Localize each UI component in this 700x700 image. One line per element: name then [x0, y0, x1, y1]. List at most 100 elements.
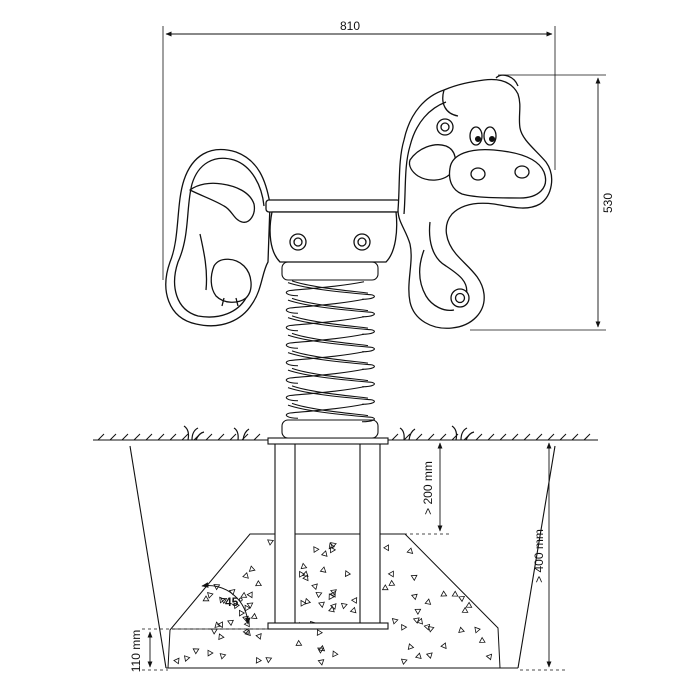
- cow-eyes: [436, 118, 497, 146]
- aggregate-particle: [414, 608, 422, 616]
- aggregate-particle: [313, 546, 320, 554]
- aggregate-particle: [458, 595, 466, 603]
- spring-coil: [287, 282, 375, 300]
- aggregate-particle: [318, 601, 325, 609]
- aggregate-particle: [300, 562, 308, 570]
- aggregate-particle: [332, 650, 339, 658]
- aggregate-particle: [416, 617, 424, 625]
- aggregate-particle: [410, 593, 418, 601]
- aggregate-particle: [344, 570, 352, 578]
- aggregate-particle: [381, 584, 389, 591]
- spring-coil-back: [285, 281, 365, 297]
- aggregate-particle: [474, 626, 481, 634]
- spring-coil: [287, 299, 375, 318]
- aggregate-particle: [320, 550, 328, 557]
- aggregate-particle: [465, 601, 473, 608]
- aggregate-particle: [255, 656, 262, 664]
- cow-nostrils: [470, 165, 530, 181]
- aggregate-particle: [414, 652, 422, 660]
- aggregate-particle: [478, 636, 486, 643]
- aggregate-particle: [173, 657, 180, 665]
- aggregate-particle: [427, 625, 435, 633]
- aggregate-particle: [461, 606, 469, 613]
- spring-coil-edge: [291, 332, 369, 347]
- spring-coil: [287, 352, 375, 370]
- aggregate-particle: [250, 612, 258, 620]
- aggregate-particle: [410, 574, 418, 582]
- dimension-base-layer: [142, 628, 270, 671]
- cow-body-block: [269, 211, 398, 263]
- aggregate-particle: [451, 590, 459, 597]
- aggregate-particle: [423, 623, 431, 631]
- aggregate-particle: [319, 566, 327, 573]
- aggregate-particle: [387, 570, 394, 578]
- aggregate-particle: [248, 565, 256, 572]
- aggregate-particle: [311, 583, 318, 591]
- aggregate-particle: [329, 603, 337, 610]
- spring-coil-edge: [291, 367, 369, 382]
- top-plate: [267, 437, 389, 445]
- anchor-post: [267, 437, 389, 630]
- aggregate-particle: [300, 599, 307, 607]
- spring-coil: [287, 334, 375, 353]
- cow-front-bolt: [450, 288, 470, 308]
- aggregate-particle: [315, 591, 323, 599]
- dimension-width: [162, 26, 556, 280]
- cow-body-bolts: [289, 233, 371, 251]
- spring-coil-back: [285, 333, 365, 349]
- aggregate-particle: [318, 644, 326, 652]
- dimension-height: [470, 74, 606, 331]
- spring-coils: [285, 280, 375, 423]
- aggregate-particle: [207, 649, 214, 657]
- cow-figure: [165, 74, 553, 329]
- cow-front: [397, 78, 553, 329]
- aggregate-particle: [328, 605, 335, 613]
- aggregate-particle: [255, 632, 262, 640]
- spring-coil-back: [285, 403, 365, 419]
- spring-coil-edge: [291, 280, 369, 294]
- aggregate-particle: [317, 659, 325, 666]
- cow-rear-inner: [174, 157, 265, 318]
- cow-neck-spot: [419, 221, 468, 312]
- aggregate-particle: [192, 648, 200, 655]
- cow-front-inner: [403, 101, 447, 215]
- aggregate-particle: [330, 546, 337, 554]
- aggregate-particle: [388, 579, 396, 586]
- dimension-depth: [520, 442, 568, 671]
- spring-coil-edge: [291, 350, 369, 364]
- aggregate-particle: [458, 626, 465, 634]
- spring-coil-edge: [291, 315, 369, 329]
- aggregate-particle: [425, 652, 433, 659]
- dimension-clearance: [380, 442, 450, 535]
- aggregate-particle: [242, 572, 249, 579]
- cow-rear: [165, 148, 271, 327]
- concrete-foundation: [167, 533, 501, 669]
- aggregate-particle: [407, 643, 415, 651]
- spring-coil-back: [285, 298, 365, 314]
- spring-coil-edge: [291, 402, 369, 417]
- cow-udder: [210, 258, 252, 307]
- spring-coil: [287, 317, 375, 335]
- aggregate-particle: [295, 639, 303, 646]
- spring-bottom-mount: [281, 419, 379, 439]
- aggregate-particle: [401, 623, 408, 631]
- spring-coil: [287, 404, 375, 423]
- spring-coil: [287, 369, 375, 388]
- spring-coil-back: [285, 386, 365, 402]
- aggregate-particle: [406, 547, 414, 554]
- aggregate-particle: [485, 653, 493, 661]
- aggregate-particle: [183, 655, 191, 662]
- aggregate-particle: [255, 580, 263, 587]
- height-label: 530: [601, 193, 615, 213]
- grass-tufts: [183, 425, 475, 441]
- aggregate-particle: [412, 617, 420, 624]
- aggregate-particle: [340, 602, 348, 610]
- post-left: [274, 441, 296, 627]
- aggregate-particle: [424, 598, 432, 605]
- aggregate-particle: [330, 589, 337, 596]
- aggregate-particle: [329, 542, 337, 549]
- aggregate-particle: [350, 597, 358, 604]
- spring-coil-back: [285, 351, 365, 367]
